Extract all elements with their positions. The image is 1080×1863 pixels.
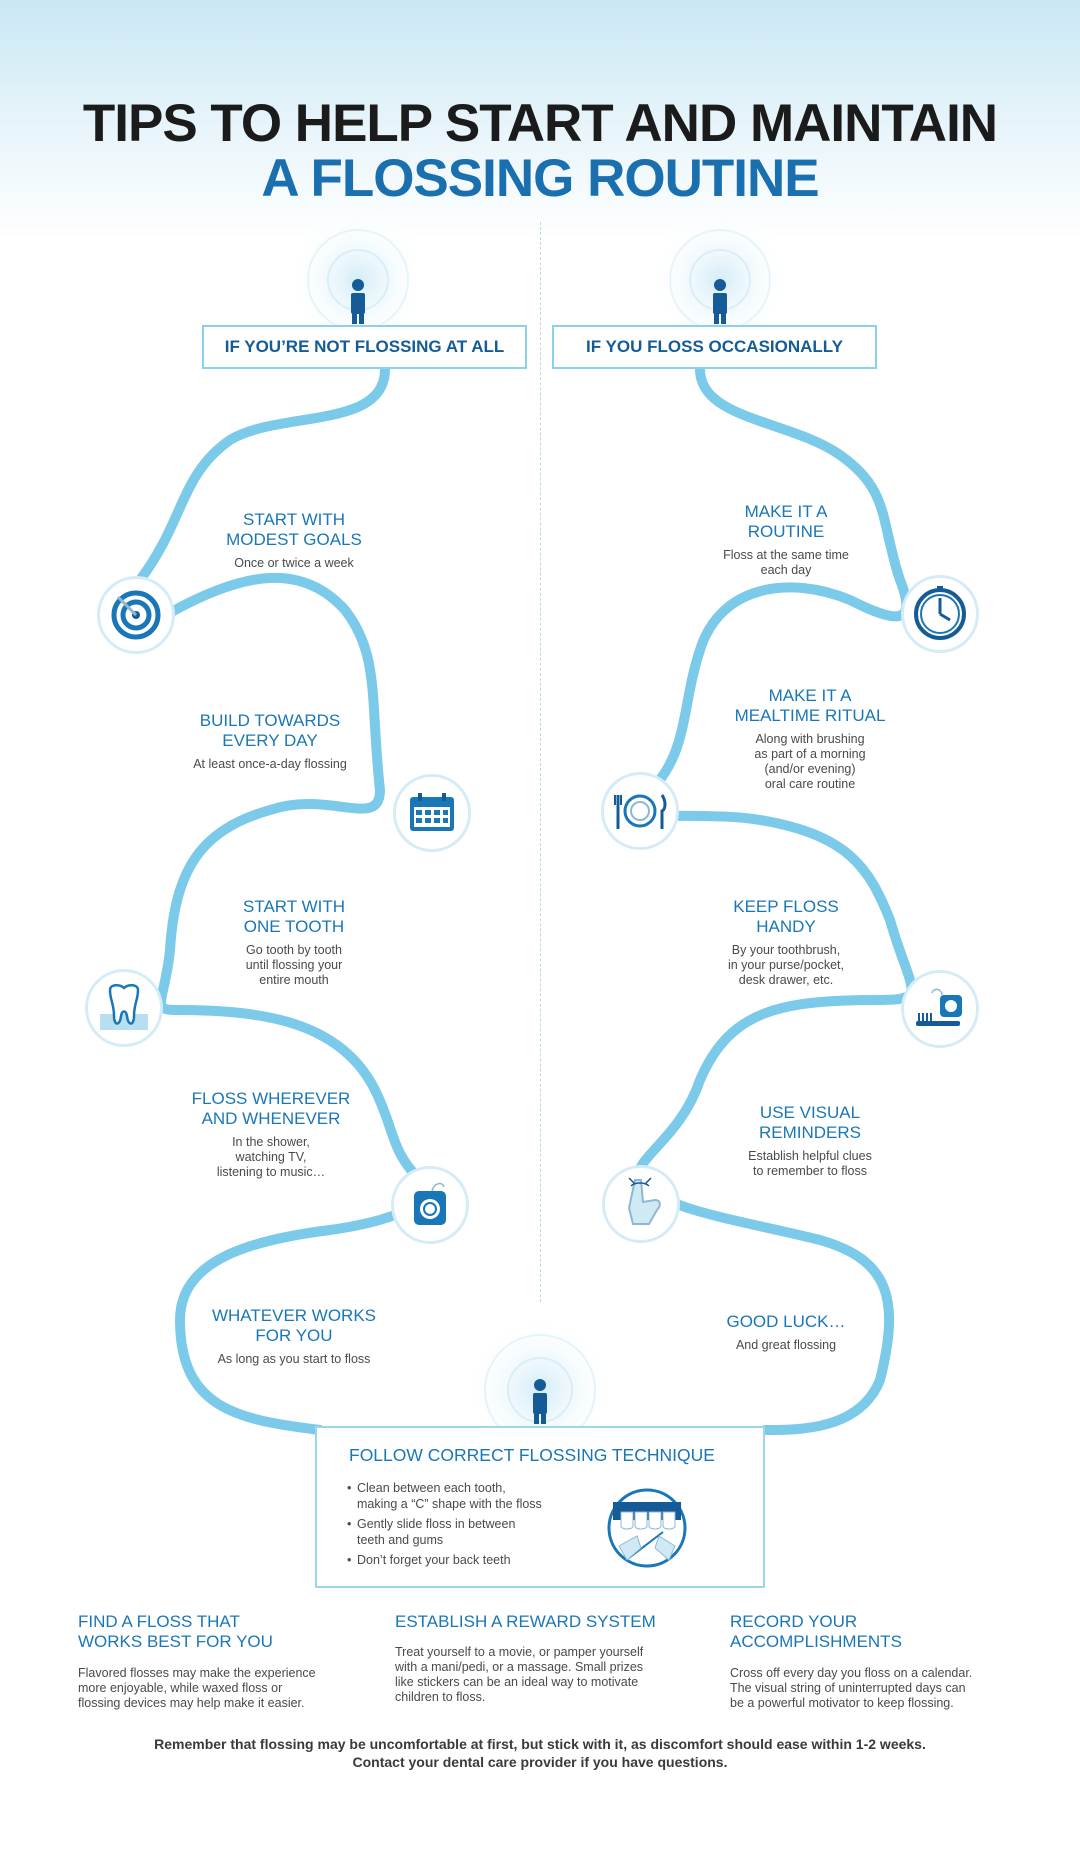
footer-line-1: Remember that flossing may be uncomforta…: [154, 1736, 926, 1752]
clock-icon: [901, 575, 979, 653]
right-step-2-desc: Along with brushing as part of a morning…: [754, 732, 866, 791]
left-step-5-title: WHATEVER WORKS FOR YOU: [211, 1306, 377, 1345]
right-step-2: MAKE IT A MEALTIME RITUAL Along with bru…: [670, 686, 950, 792]
find-floss-desc: Flavored flosses may make the experience…: [78, 1666, 316, 1710]
right-step-3-desc: By your toothbrush, in your purse/pocket…: [727, 943, 845, 987]
left-step-3-title: START WITH ONE TOOTH: [243, 897, 345, 936]
technique-list: Clean between each tooth, making a “C” s…: [347, 1480, 587, 1572]
find-floss-title: FIND A FLOSS THAT WORKS BEST FOR YOU: [78, 1612, 273, 1651]
left-step-4-title: FLOSS WHEREVER AND WHENEVER: [191, 1089, 351, 1128]
left-step-1-title: START WITH MODEST GOALS: [226, 510, 362, 549]
record-desc: Cross off every day you floss on a calen…: [730, 1666, 973, 1710]
bottom-col-record: RECORD YOUR ACCOMPLISHMENTS Cross off ev…: [730, 1612, 1030, 1711]
bottom-col-find-floss: FIND A FLOSS THAT WORKS BEST FOR YOU Fla…: [78, 1612, 363, 1711]
person-icon-right: [713, 279, 727, 324]
technique-bullet-2: Gently slide floss in between teeth and …: [347, 1516, 587, 1548]
target-icon: [97, 576, 175, 654]
reward-desc: Treat yourself to a movie, or pamper you…: [395, 1645, 644, 1704]
title-line-2: A FLOSSING ROUTINE: [261, 149, 819, 208]
left-step-3: START WITH ONE TOOTH Go tooth by tooth u…: [154, 897, 434, 988]
left-step-2: BUILD TOWARDS EVERY DAY At least once-a-…: [130, 711, 410, 772]
right-step-1-desc: Floss at the same time each day: [723, 548, 849, 577]
right-step-4: USE VISUAL REMINDERS Establish helpful c…: [670, 1103, 950, 1179]
right-step-4-title: USE VISUAL REMINDERS: [758, 1103, 861, 1142]
right-step-2-title: MAKE IT A MEALTIME RITUAL: [734, 686, 886, 725]
tooth-icon: [85, 969, 163, 1047]
header-floss-occasionally: IF YOU FLOSS OCCASIONALLY: [552, 325, 877, 369]
footer-note: Remember that flossing may be uncomforta…: [0, 1735, 1080, 1771]
calendar-icon: [393, 774, 471, 852]
toothbrush-floss-icon: [901, 970, 979, 1048]
right-step-1-title: MAKE IT A ROUTINE: [744, 502, 828, 541]
technique-title: FOLLOW CORRECT FLOSSING TECHNIQUE: [349, 1445, 715, 1465]
finger-string-icon: [602, 1165, 680, 1243]
left-step-2-desc: At least once-a-day flossing: [193, 757, 347, 771]
right-step-5-title: GOOD LUCK…: [726, 1312, 846, 1331]
right-step-3: KEEP FLOSS HANDY By your toothbrush, in …: [646, 897, 926, 988]
technique-bullet-3: Don’t forget your back teeth: [347, 1552, 587, 1568]
right-step-5-desc: And great flossing: [735, 1338, 837, 1352]
floss-container-icon: [391, 1166, 469, 1244]
center-divider: [540, 222, 541, 1302]
technique-bullet-1: Clean between each tooth, making a “C” s…: [347, 1480, 587, 1512]
left-step-4: FLOSS WHEREVER AND WHENEVER In the showe…: [131, 1089, 411, 1180]
header-not-flossing: IF YOU’RE NOT FLOSSING AT ALL: [202, 325, 527, 369]
right-step-3-title: KEEP FLOSS HANDY: [733, 897, 839, 936]
flossing-teeth-icon: [607, 1488, 687, 1568]
technique-box: FOLLOW CORRECT FLOSSING TECHNIQUE Clean …: [315, 1426, 765, 1588]
left-step-5: WHATEVER WORKS FOR YOU As long as you st…: [154, 1306, 434, 1367]
person-icon-left: [351, 279, 365, 324]
left-step-1: START WITH MODEST GOALS Once or twice a …: [154, 510, 434, 571]
person-icon-bottom: [533, 1379, 547, 1424]
record-title: RECORD YOUR ACCOMPLISHMENTS: [730, 1612, 902, 1651]
left-step-5-desc: As long as you start to floss: [217, 1352, 371, 1366]
left-step-3-desc: Go tooth by tooth until flossing your en…: [245, 943, 343, 987]
plate-cutlery-icon: [601, 772, 679, 850]
left-step-4-desc: In the shower, watching TV, listening to…: [216, 1135, 326, 1179]
reward-title: ESTABLISH A REWARD SYSTEM: [395, 1612, 656, 1631]
right-step-4-desc: Establish helpful clues to remember to f…: [748, 1149, 872, 1178]
right-step-1: MAKE IT A ROUTINE Floss at the same time…: [646, 502, 926, 578]
footer-line-2: Contact your dental care provider if you…: [352, 1754, 728, 1770]
bottom-col-reward: ESTABLISH A REWARD SYSTEM Treat yourself…: [395, 1612, 695, 1705]
title-line-1: TIPS TO HELP START AND MAINTAIN: [82, 94, 998, 153]
left-step-2-title: BUILD TOWARDS EVERY DAY: [199, 711, 341, 750]
left-step-1-desc: Once or twice a week: [234, 556, 354, 570]
right-step-5: GOOD LUCK… And great flossing: [646, 1312, 926, 1353]
